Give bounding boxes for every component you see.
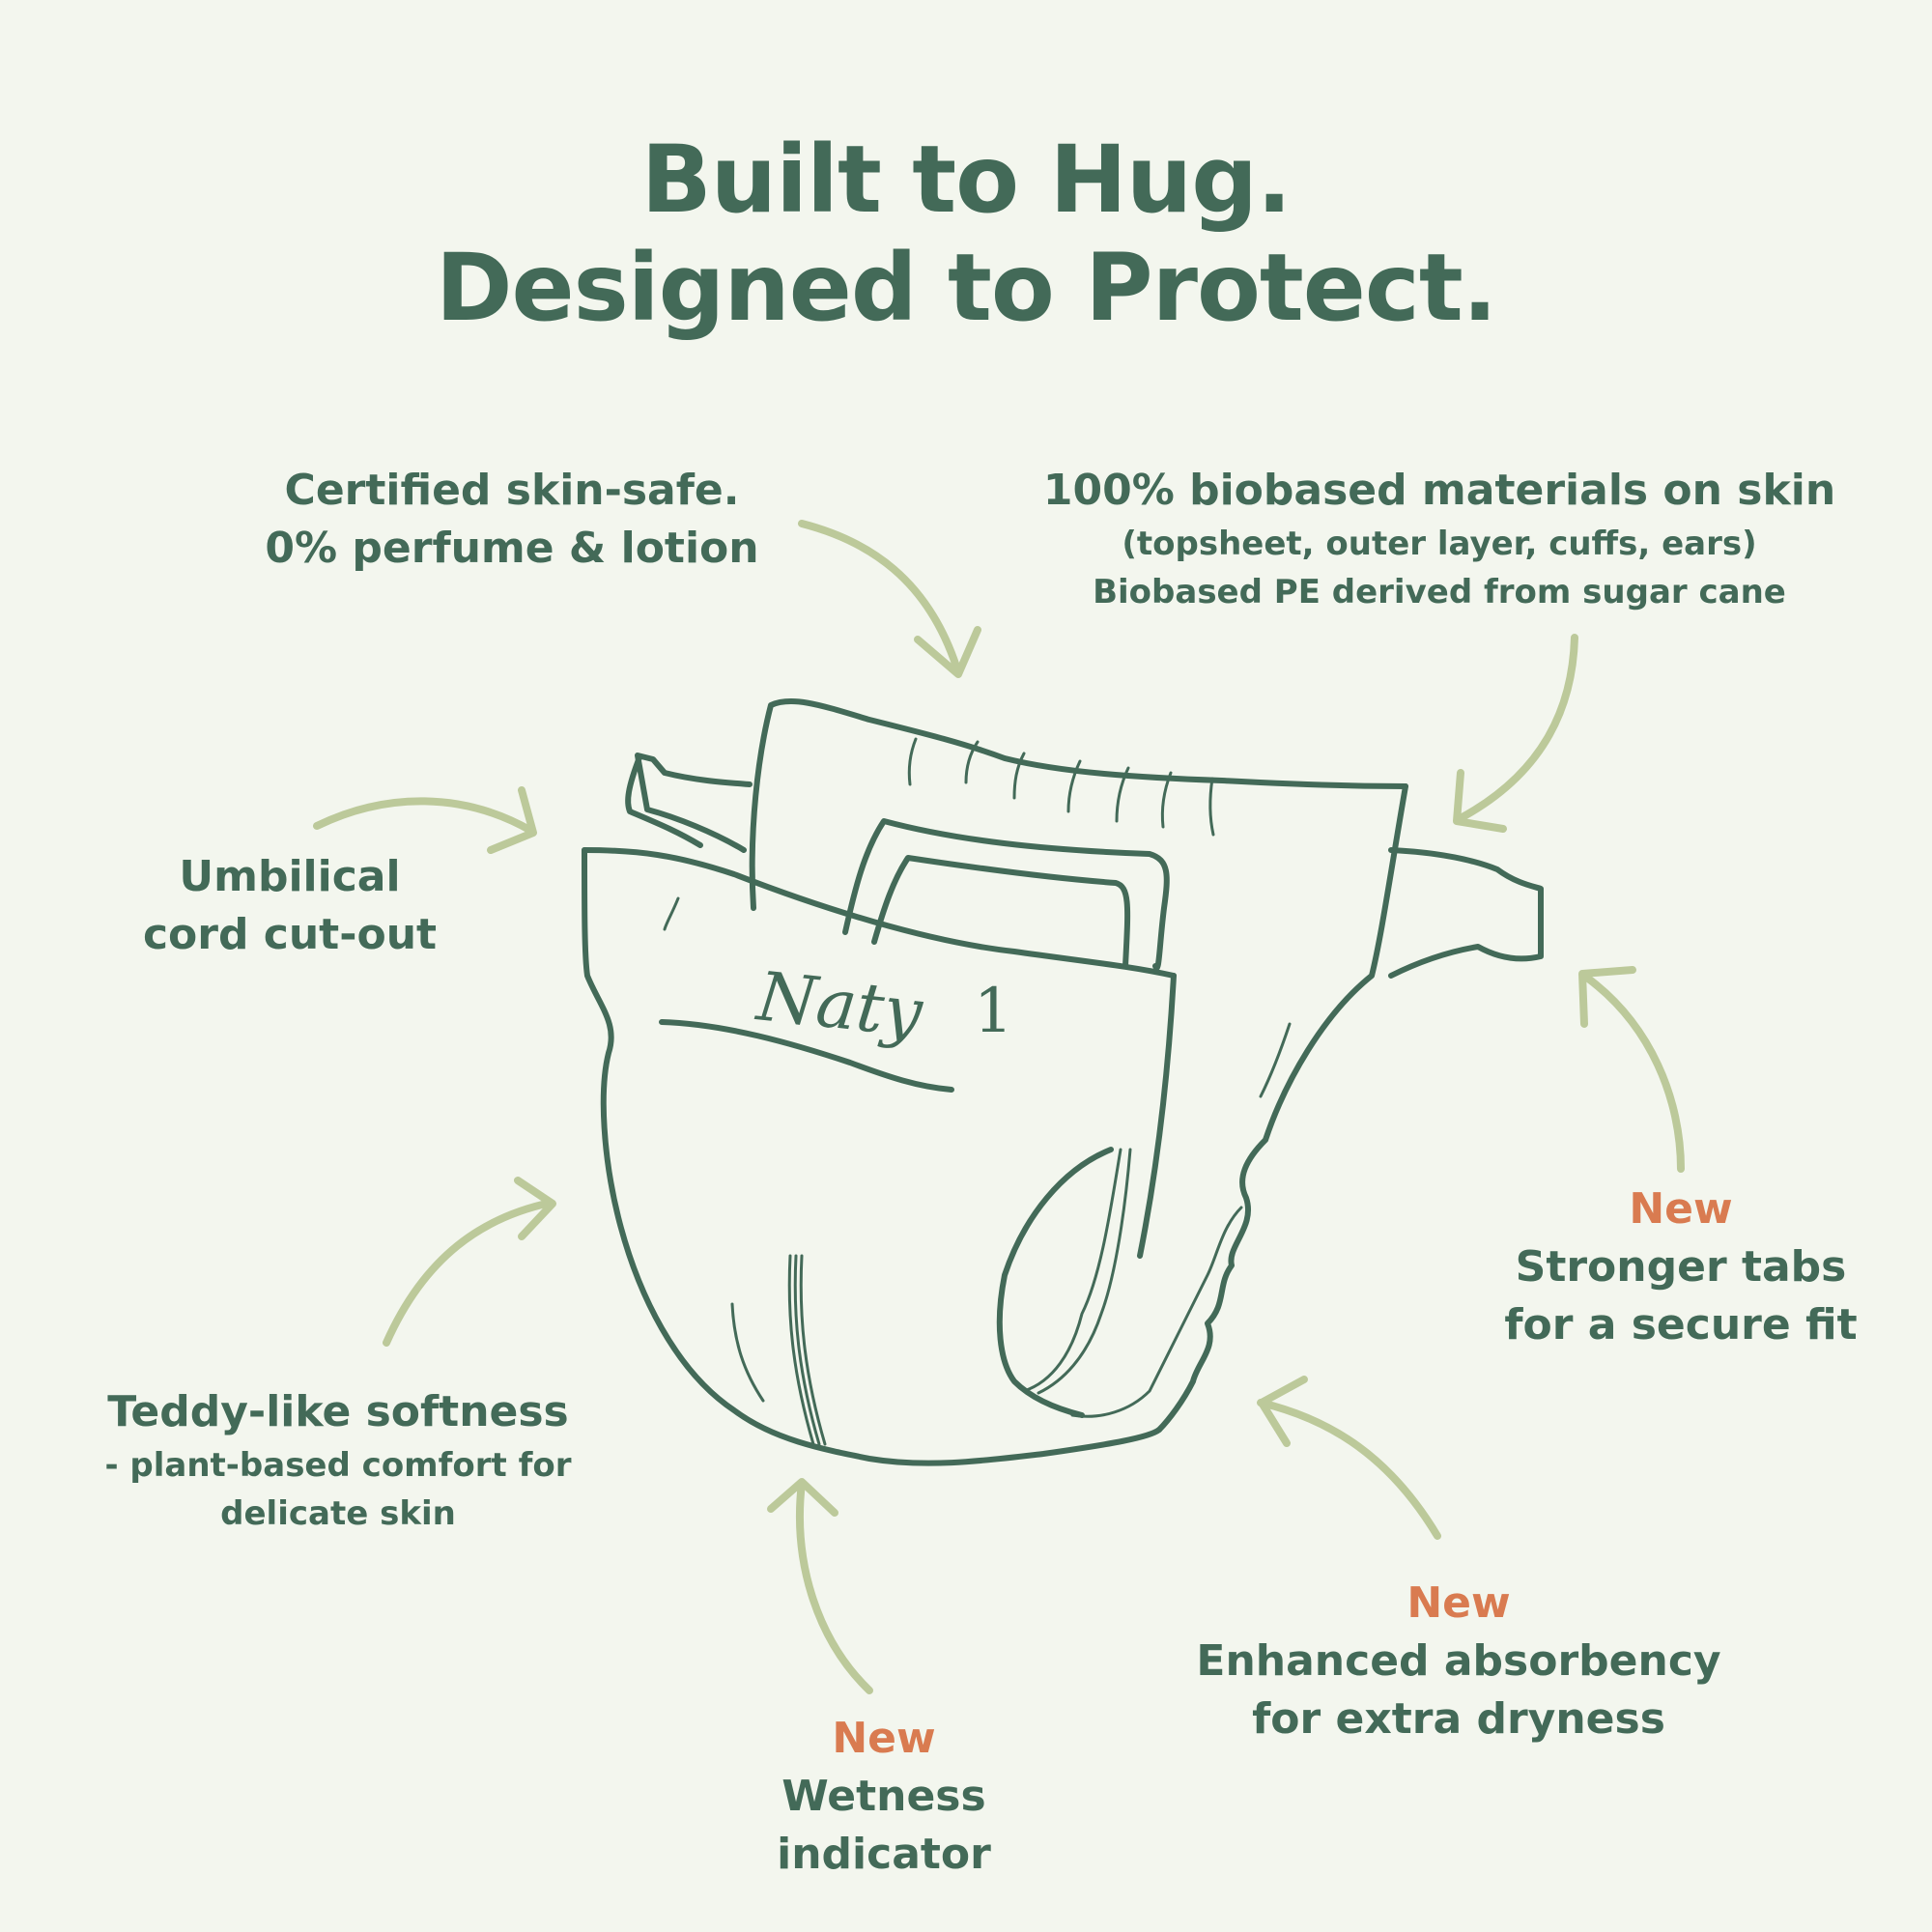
front-panel-right-edge [1137, 973, 1177, 1259]
teddy-line-1: Teddy-like softness [107, 1387, 569, 1436]
arrow-teddy [383, 1177, 556, 1347]
teddy-line-2: - plant-based comfort for [104, 1446, 572, 1485]
arrow-tabs [1578, 966, 1685, 1173]
callout-umbilical: Umbilical cord cut-out [97, 848, 483, 964]
biobased-line-3: Biobased PE derived from sugar cane [1093, 573, 1786, 611]
headline-line-2: Designed to Protect. [435, 234, 1497, 342]
left-ear-tab-outline [625, 754, 703, 848]
wetness-indicator-line [793, 1254, 821, 1446]
headline-line-1: Built to Hug. [640, 126, 1293, 234]
umbilical-line-2: cord cut-out [142, 910, 438, 959]
leg-opening [996, 1147, 1114, 1418]
tabs-line-2: for a secure fit [1504, 1300, 1858, 1350]
callout-skin-safe: Certified skin-safe. 0% perfume & lotion [222, 462, 802, 578]
biobased-line-1: 100% biobased materials on skin [1042, 466, 1836, 515]
tabs-new-badge: New [1629, 1184, 1733, 1234]
waist-ruffle [964, 740, 980, 784]
wetness-indicator-line [787, 1254, 815, 1446]
front-detail-curve [659, 1019, 954, 1093]
front-detail-tick [663, 896, 680, 931]
callout-tabs: New Stronger tabs for a secure fit [1478, 1180, 1884, 1354]
absorbency-line-1: Enhanced absorbency [1196, 1636, 1721, 1686]
wetness-indicator-line [799, 1254, 827, 1446]
size-mark: 1 [974, 976, 1013, 1047]
waist-ruffle [1115, 766, 1130, 823]
callout-absorbency: New Enhanced absorbency for extra drynes… [1159, 1575, 1758, 1748]
absorbency-new-badge: New [1406, 1578, 1511, 1628]
back-waistband [749, 697, 1408, 911]
arrow-biobased [1453, 634, 1578, 833]
callout-teddy: Teddy-like softness - plant-based comfor… [68, 1383, 609, 1538]
headline: Built to Hug. Designed to Protect. [0, 126, 1932, 342]
waist-ruffle [1160, 771, 1173, 829]
skin-safe-line-2: 0% perfume & lotion [265, 524, 759, 573]
waist-ruffle [907, 737, 918, 786]
wetness-new-badge: New [832, 1714, 936, 1763]
leg-opening-inner [1037, 1148, 1132, 1395]
tabs-line-1: Stronger tabs [1515, 1242, 1847, 1292]
callout-biobased: 100% biobased materials on skin (topshee… [1014, 462, 1864, 616]
right-side-panel [1156, 783, 1408, 1433]
umbilical-line-1: Umbilical [179, 852, 401, 901]
waist-ruffle [1012, 752, 1026, 800]
left-ear-tab [635, 753, 753, 853]
arrow-wetness [767, 1478, 873, 1694]
arrow-umbilical [313, 786, 537, 854]
waist-ruffle [1208, 777, 1215, 837]
front-waistband [582, 847, 1177, 979]
inner-pad-outer [842, 818, 1170, 971]
right-ear-tab [1388, 847, 1544, 979]
front-crease [730, 1302, 765, 1403]
skin-safe-line-1: Certified skin-safe. [284, 466, 740, 515]
arrow-absorbency [1257, 1376, 1441, 1540]
wetness-line-2: indicator [777, 1830, 991, 1879]
callout-wetness: New Wetness indicator [724, 1710, 1043, 1884]
right-crease [1259, 1022, 1292, 1098]
absorbency-line-2: for extra dryness [1252, 1694, 1665, 1744]
waist-ruffle [1066, 759, 1082, 813]
arrow-skin-safe [798, 520, 981, 678]
leg-opening-inner [1022, 1148, 1122, 1393]
leg-cuff-frill [1070, 1206, 1243, 1418]
inner-pad-inner [871, 855, 1131, 969]
teddy-line-3: delicate skin [220, 1494, 456, 1533]
brand-wordmark: Naty [752, 956, 927, 1053]
wetness-line-1: Wetness [781, 1772, 986, 1821]
front-panel-left-edge [582, 847, 1162, 1466]
biobased-line-2: (topsheet, outer layer, cuffs, ears) [1122, 525, 1757, 563]
